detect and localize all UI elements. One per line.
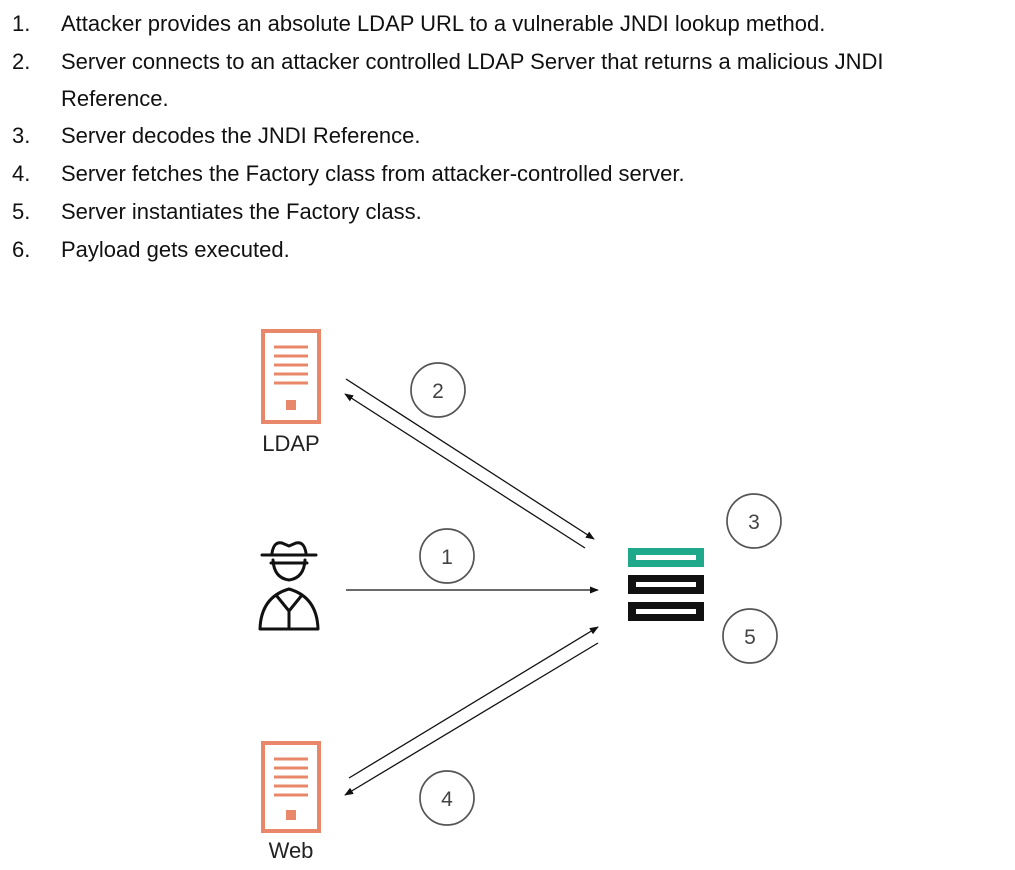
- web-server-icon: [261, 741, 321, 833]
- badge-number: 2: [432, 380, 444, 403]
- step-number: 6.: [12, 237, 31, 262]
- step-number: 4.: [12, 161, 31, 186]
- step-number: 5.: [12, 199, 31, 224]
- step-badge-1: 1: [419, 528, 475, 584]
- step-badge-5: 5: [722, 608, 778, 664]
- ldap-label: LDAP: [262, 431, 319, 456]
- badge-number: 4: [441, 788, 453, 811]
- step-badge-4: 4: [419, 770, 475, 826]
- step-number: 2.: [12, 49, 31, 74]
- badge-number: 3: [748, 511, 760, 534]
- arrow-server-to-web: [344, 642, 599, 796]
- step-text: Server decodes the JNDI Reference.: [61, 123, 421, 148]
- step-text: Payload gets executed.: [61, 237, 290, 262]
- step-badge-3: 3: [726, 493, 782, 549]
- badge-number: 1: [441, 546, 453, 569]
- step-text: Attacker provides an absolute LDAP URL t…: [61, 11, 826, 36]
- ldap-server-icon: [261, 329, 321, 424]
- step-number: 3.: [12, 123, 31, 148]
- step-text: Server fetches the Factory class from at…: [61, 161, 685, 186]
- step-badge-2: 2: [410, 362, 466, 418]
- badge-number: 5: [744, 626, 756, 649]
- web-label: Web: [269, 838, 314, 863]
- step-text: Server instantiates the Factory class.: [61, 199, 422, 224]
- arrow-server-to-ldap: [344, 393, 586, 549]
- step-number: 1.: [12, 11, 31, 36]
- step-text: Server connects to an attacker controlle…: [61, 49, 884, 74]
- arrow-web-to-server: [348, 626, 599, 779]
- arrow-ldap-to-server: [345, 378, 595, 540]
- step-text-continued: Reference.: [61, 86, 169, 111]
- target-server-rack-icon: [628, 548, 704, 621]
- spy-attacker-icon: [258, 541, 320, 631]
